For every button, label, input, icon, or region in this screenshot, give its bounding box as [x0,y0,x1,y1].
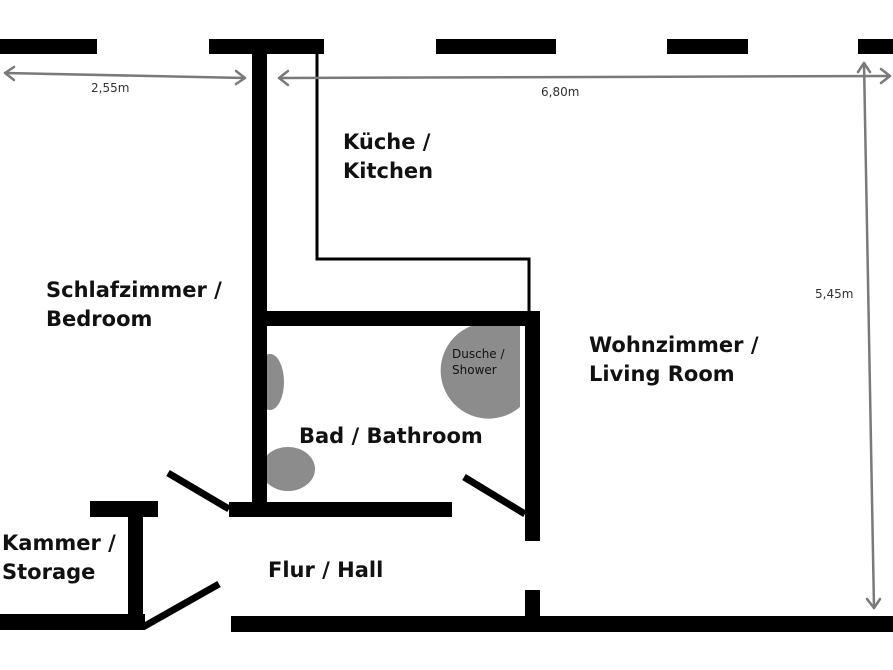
living-width-line [277,74,892,80]
kitchen-counter [315,54,531,311]
bottom-wall [231,616,893,632]
bathroom-door [462,474,527,517]
shower-tray [440,326,520,419]
arrow-head [234,69,247,86]
bathroom-top-wall [252,311,540,326]
bedroom-wall-overlay [252,326,267,509]
storage-door [141,580,221,631]
storage-label-line1: Kammer / [2,531,116,555]
kitchen-label-line2: Kitchen [343,159,434,183]
storage-label-line2: Storage [2,560,96,584]
living-room-label-line2: Living Room [589,362,735,386]
shower-label-line1: Dusche / [452,347,505,361]
interior-walls [0,39,893,632]
kitchen-label-line1: Küche / [343,130,431,154]
top-wall [0,39,893,54]
storage-right-wall [128,503,143,623]
top-wall-segment [0,39,97,54]
kitchen-label: Küche / Kitchen [343,128,433,186]
top-wall-segment [436,39,556,54]
storage-bottom-wall [0,614,145,630]
doors [141,469,527,631]
hall-label: Flur / Hall [268,556,383,585]
arrow-head [879,67,892,85]
arrow-head [277,69,290,87]
bathroom-label: Bad / Bathroom [299,422,483,451]
bedroom-label-line2: Bedroom [46,307,153,331]
shower-label-line2: Shower [452,363,497,377]
arrow-head [865,597,882,610]
hall-label-line1: Flur / Hall [268,558,384,582]
living-width-label: 6,80m [541,85,580,99]
top-wall-segment [667,39,748,54]
storage-top-wall [90,501,158,517]
living-room-label: Wohnzimmer / Living Room [589,331,759,389]
bedroom-width-line [3,71,247,80]
bedroom-door [166,469,231,513]
bathroom-label-line1: Bad / Bathroom [299,424,483,448]
living-room-label-line1: Wohnzimmer / [589,333,759,357]
living-depth-line [862,61,876,610]
bathroom-right-wall [525,311,540,541]
toilet [261,447,315,491]
arrow-head [856,61,872,74]
bedroom-label-line1: Schlafzimmer / [46,278,222,302]
bathroom-bottom-wall [229,502,452,517]
bedroom-width-label: 2,55m [91,81,130,95]
hall-door-post [525,590,540,620]
dimension-lines [3,61,892,610]
top-wall-segment [858,39,893,54]
bedroom-label: Schlafzimmer / Bedroom [46,276,222,334]
storage-label: Kammer / Storage [2,529,116,587]
arrow-head [3,65,16,82]
living-depth-label: 5,45m [815,287,854,301]
shower-label: Dusche / Shower [452,346,505,378]
